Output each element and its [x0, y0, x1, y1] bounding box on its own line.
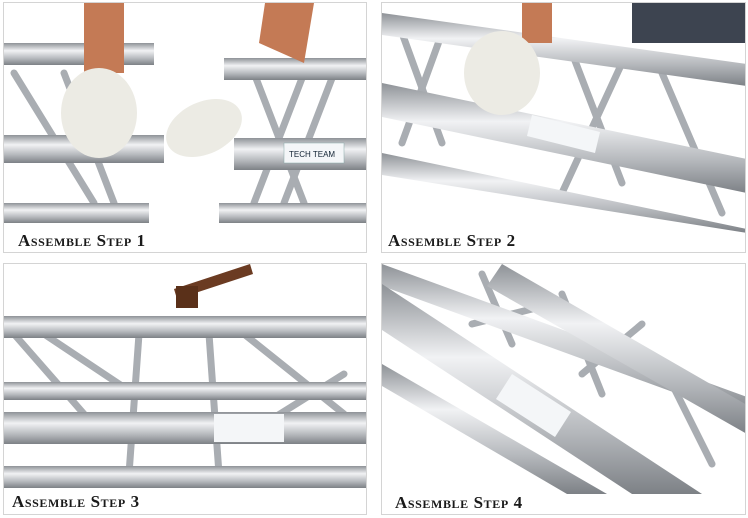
- assemble-step-1-photo: TECH TEAM Assemble Step 1: [3, 2, 367, 253]
- step-caption: Assemble Step 2: [388, 231, 516, 250]
- gloved-hand: [61, 68, 137, 158]
- step-caption: Assemble Step 3: [12, 492, 140, 511]
- step-caption: Assemble Step 1: [18, 231, 146, 250]
- truss-photo-step-4: [382, 264, 745, 494]
- assemble-step-2-photo: Assemble Step 2: [381, 2, 746, 253]
- tech-team-label: TECH TEAM: [289, 150, 335, 159]
- truss-photo-step-2: [382, 3, 745, 233]
- assemble-step-3-photo: Assemble Step 3: [3, 263, 367, 515]
- step-caption: Assemble Step 4: [395, 493, 523, 512]
- assemble-step-4-photo: Assemble Step 4: [381, 263, 746, 515]
- truss-photo-step-1: TECH TEAM: [4, 3, 366, 223]
- truss-photo-step-3: [4, 264, 366, 488]
